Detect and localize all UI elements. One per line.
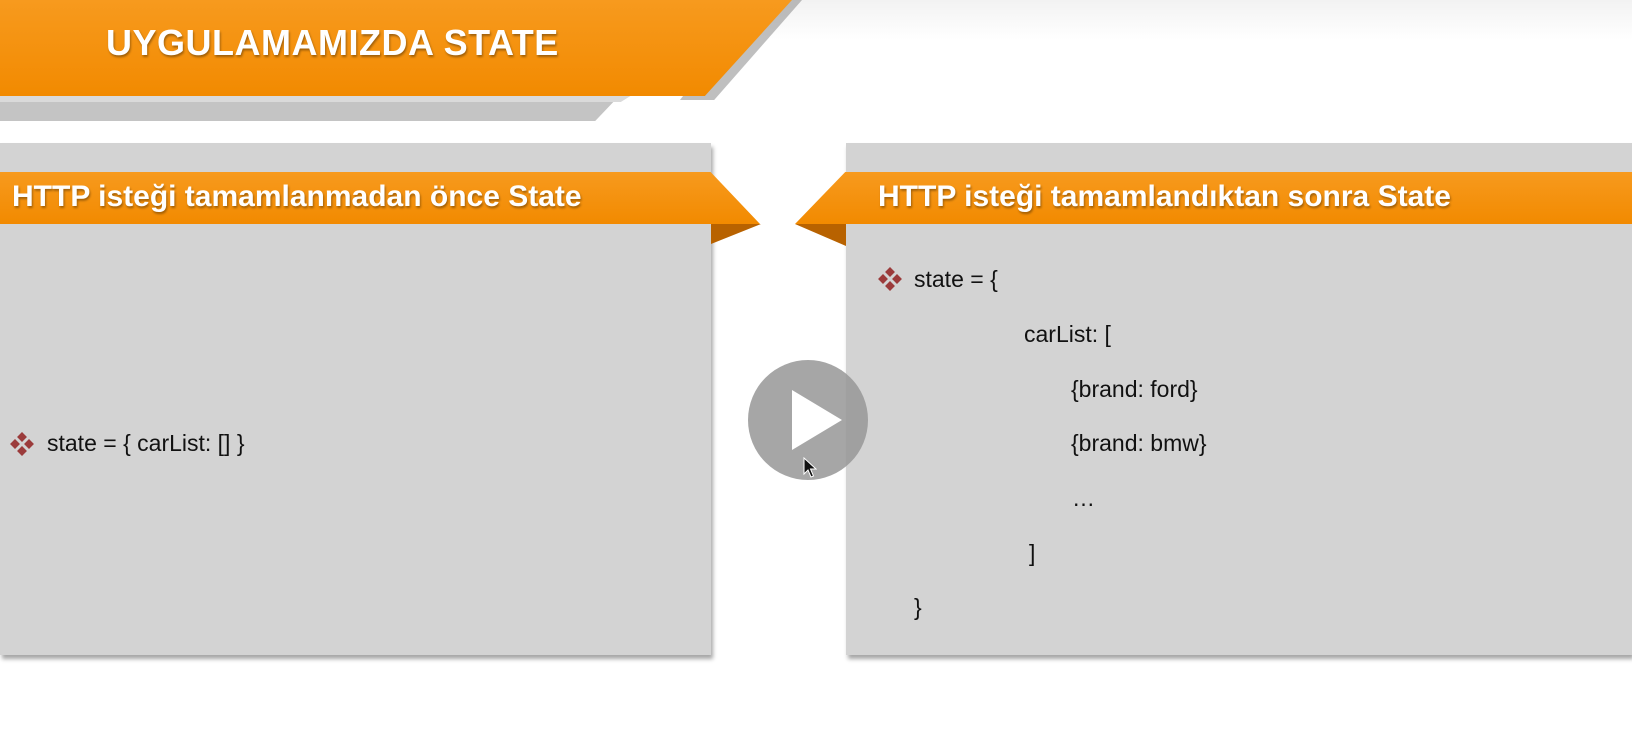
play-button[interactable]: [748, 360, 868, 480]
title-banner: [0, 0, 792, 96]
right-brand-ford-line: {brand: ford}: [1071, 376, 1198, 402]
right-panel-ribbon: [795, 172, 1632, 224]
right-ellipsis-line: …: [1072, 485, 1095, 511]
right-carlist-line: carList: [: [1024, 321, 1111, 347]
right-object-close-line: }: [914, 594, 922, 620]
slide-title: UYGULAMAMIZDA STATE: [106, 22, 559, 63]
bullet-diamond-icon: [10, 432, 34, 456]
left-panel-ribbon: [0, 172, 760, 224]
right-panel: [846, 143, 1632, 655]
left-panel: [0, 143, 711, 655]
right-state-open-line: state = {: [914, 266, 998, 292]
bullet-diamond-icon: [878, 267, 902, 291]
right-array-close-line: ]: [1029, 540, 1036, 566]
left-ribbon-fold: [711, 224, 761, 244]
right-ribbon-fold: [795, 224, 846, 246]
right-panel-heading: HTTP isteği tamamlandıktan sonra State: [878, 180, 1451, 213]
play-icon: [792, 390, 842, 450]
right-brand-bmw-line: {brand: bmw}: [1071, 430, 1207, 456]
left-state-line: state = { carList: [] }: [47, 430, 245, 456]
left-panel-heading: HTTP isteği tamamlanmadan önce State: [12, 180, 582, 213]
mouse-cursor-icon: [803, 457, 817, 478]
